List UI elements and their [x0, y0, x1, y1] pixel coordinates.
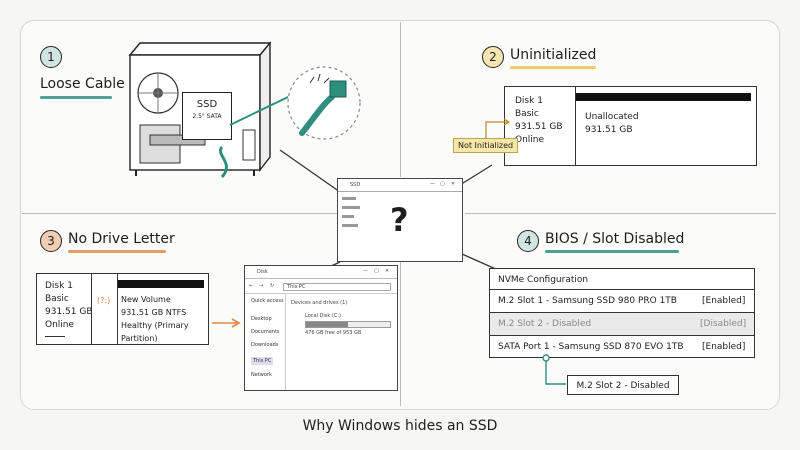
zoom-leader-line: [229, 96, 289, 126]
ssd-label: SSD: [196, 99, 218, 110]
sidebar-item-this-pc[interactable]: This PC: [251, 357, 274, 365]
local-disk-name: Local Disk (C:): [305, 313, 341, 319]
forward-icon[interactable]: →: [259, 283, 264, 289]
step-4-underline: [545, 250, 679, 253]
uninitialized-disk-panel: Disk 1 Basic 931.51 GB Online Unallocate…: [504, 86, 757, 166]
step-3-label: No Drive Letter: [68, 231, 175, 247]
bios-row-name: M.2 Slot 1 - Samsung SSD 980 PRO 1TB: [498, 296, 677, 306]
divider-vertical-bottom: [400, 262, 401, 406]
noletter-disk-info: Disk 1 Basic 931.51 GB Online: [45, 280, 93, 332]
question-mark: ?: [390, 201, 409, 239]
step-1-label: Loose Cable: [40, 76, 125, 92]
disk-name: Disk 1: [515, 96, 543, 106]
maximize-icon[interactable]: ▢: [440, 181, 445, 187]
minimize-icon[interactable]: —: [430, 181, 435, 187]
disk-name: Disk 1: [45, 281, 73, 291]
partition-size: 931.51 GB: [585, 125, 633, 135]
disk-type: Basic: [45, 294, 69, 304]
uninit-panel-divider: [575, 87, 576, 165]
disk-status: Online: [515, 135, 545, 145]
address-bar[interactable]: This PC: [283, 283, 391, 291]
refresh-icon[interactable]: ↻: [270, 283, 275, 289]
bios-row-slot-1[interactable]: M.2 Slot 1 - Samsung SSD 980 PRO 1TB [En…: [490, 289, 754, 312]
disk-status: Online: [45, 320, 75, 330]
local-disk-usage-fill: [306, 322, 348, 327]
maximize-icon[interactable]: ▢: [374, 268, 379, 274]
close-icon[interactable]: ✕: [451, 181, 456, 187]
unallocated-bar: [576, 93, 751, 101]
step-2-label: Uninitialized: [510, 47, 597, 63]
disk-size: 931.51 GB: [515, 122, 563, 132]
step-4-label: BIOS / Slot Disabled: [545, 231, 685, 247]
explorer-titlebar: Disk — ▢ ✕: [245, 266, 397, 279]
minimize-icon[interactable]: —: [363, 268, 368, 274]
cable-zoom-icon: [287, 66, 361, 140]
step-1-number: 1: [40, 46, 62, 68]
bios-callout-box: M.2 Slot 2 - Disabled: [567, 375, 679, 395]
bios-config-panel: NVMe Configuration M.2 Slot 1 - Samsung …: [489, 268, 755, 358]
noletter-partition-info: New Volume 931.51 GB NTFS Healthy (Prima…: [121, 293, 208, 345]
bios-callout-pointer: [542, 354, 566, 385]
not-initialized-tag: Not Initialized: [453, 138, 519, 153]
center-window-title: SSD: [350, 182, 361, 188]
back-icon[interactable]: ←: [249, 283, 254, 289]
pc-case-illustration: [128, 41, 272, 179]
volume-bar: [118, 280, 204, 288]
step-3-number: 3: [40, 230, 62, 252]
bios-row-sata-1[interactable]: SATA Port 1 - Samsung SSD 870 EVO 1TB [E…: [490, 335, 754, 358]
divider-vertical-top: [400, 22, 401, 177]
step-4-number: 4: [517, 230, 539, 252]
diagram-caption: Why Windows hides an SSD: [302, 418, 498, 434]
bios-row-name: SATA Port 1 - Samsung SSD 870 EVO 1TB: [498, 342, 684, 352]
noletter-divider-2: [117, 274, 118, 344]
missing-letter-marker: (?:): [97, 296, 111, 305]
step-2-underline: [510, 66, 596, 69]
uninit-partition-info: Unallocated 931.51 GB: [585, 111, 639, 137]
disk-size: 931.51 GB: [45, 307, 93, 317]
local-disk-free: 476 GB free of 953 GB: [305, 330, 362, 336]
sidebar-item-documents[interactable]: Documents: [251, 329, 280, 335]
noletter-divider-1: [91, 274, 92, 344]
bios-row-status: [Enabled]: [702, 342, 746, 352]
bios-header: NVMe Configuration: [498, 275, 589, 285]
disk-type: Basic: [515, 109, 539, 119]
bios-row-status: [Enabled]: [702, 296, 746, 306]
step-2-number: 2: [482, 46, 504, 68]
bios-row-slot-2[interactable]: M.2 Slot 2 - Disabled [Disabled]: [490, 312, 754, 335]
step-1-underline: [40, 96, 112, 99]
divider-horizontal-left: [22, 213, 340, 214]
close-icon[interactable]: ✕: [385, 268, 390, 274]
no-letter-disk-panel: Disk 1 Basic 931.51 GB Online (?:) New V…: [36, 273, 209, 345]
volume-health: Healthy (Primary Partition): [121, 321, 189, 343]
explorer-sidebar-divider: [285, 294, 286, 390]
bios-row-name: M.2 Slot 2 - Disabled: [498, 319, 592, 329]
ssd-drive: SSD 2.5" SATA: [182, 92, 232, 140]
explorer-window: Disk — ▢ ✕ ← → ↻ This PC Quick access De…: [244, 265, 398, 391]
step-3-underline: [68, 250, 166, 253]
volume-size: 931.51 GB NTFS: [121, 308, 187, 317]
center-window-titlebar: SSD — ▢ ✕: [338, 179, 462, 192]
noletter-underline: [45, 336, 65, 337]
explorer-title: Disk: [257, 269, 268, 275]
sidebar-item-desktop[interactable]: Desktop: [251, 316, 272, 322]
center-window-sidebar: [342, 197, 362, 257]
not-initialized-pointer: [485, 118, 511, 138]
sidebar-item-network[interactable]: Network: [251, 372, 272, 378]
ssd-sublabel: 2.5" SATA: [192, 113, 222, 120]
partition-state: Unallocated: [585, 112, 639, 122]
sidebar-item-downloads[interactable]: Downloads: [251, 342, 279, 348]
devices-section-header: Devices and drives (1): [291, 300, 348, 306]
sidebar-item-quick-access[interactable]: Quick access: [251, 298, 284, 304]
local-disk-usage-bar: [305, 321, 391, 328]
explorer-navbar: ← → ↻ This PC: [245, 279, 397, 294]
volume-name: New Volume: [121, 295, 171, 304]
bios-row-status: [Disabled]: [700, 319, 747, 329]
uninit-disk-info: Disk 1 Basic 931.51 GB Online: [515, 95, 563, 147]
center-ssd-window: SSD — ▢ ✕ ?: [337, 178, 463, 262]
divider-horizontal-right: [465, 213, 776, 214]
